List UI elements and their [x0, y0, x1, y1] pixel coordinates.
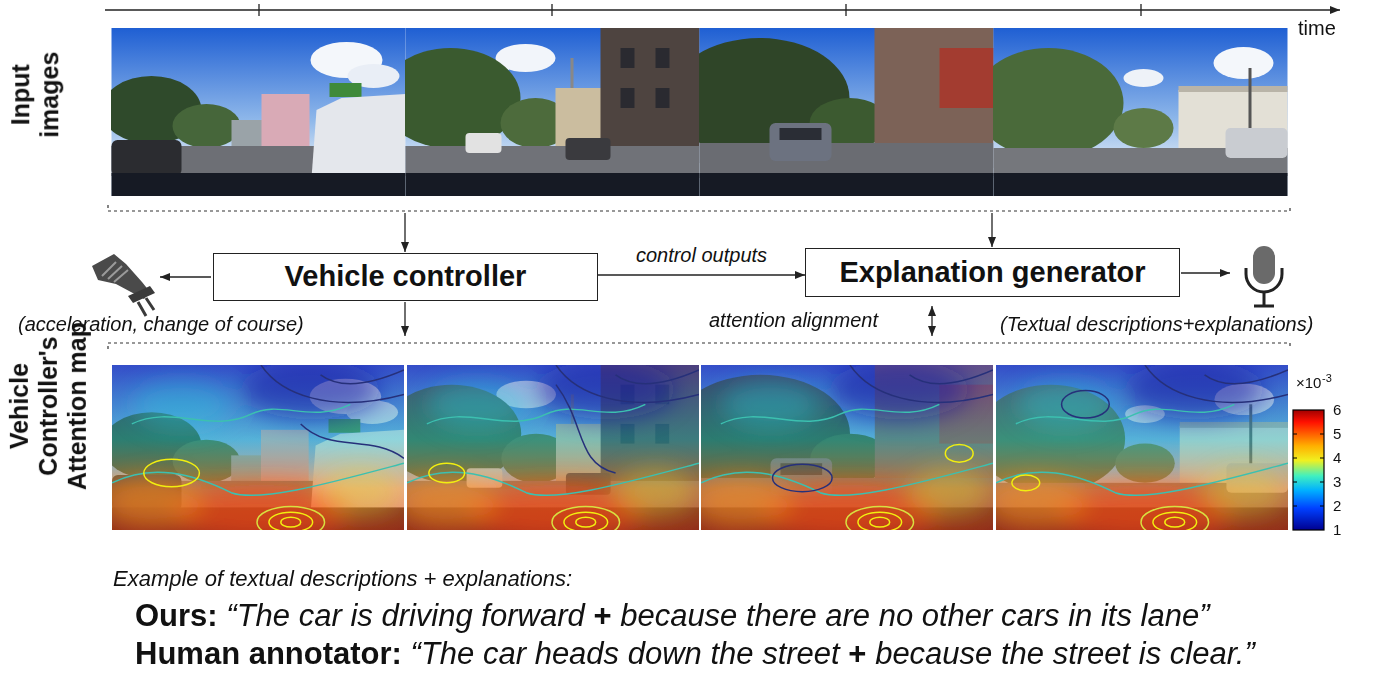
text-line: Ours:“The car is driving forward+because… — [135, 598, 1218, 634]
timeline — [105, 4, 1340, 16]
input-photo — [974, 28, 1288, 196]
plus-sign: + — [848, 636, 866, 672]
label-holder: control outputs — [633, 244, 770, 267]
axis-label: time — [1298, 17, 1336, 39]
label-holder: Input images — [6, 49, 64, 141]
explanation-text: because there are no other cars in its l… — [620, 598, 1209, 634]
attention-map — [671, 360, 993, 540]
scale-factor: ×10 — [1296, 374, 1321, 391]
speaker-label: Ours: — [135, 598, 218, 634]
row-label: Vehicle Controller's Attention map — [5, 317, 91, 495]
annotation: attention alignment — [709, 309, 878, 331]
time-axis — [105, 9, 1340, 10]
text-line: Human annotator:“The car heads down the … — [135, 636, 1263, 672]
contour — [556, 385, 616, 473]
tick-label: 1 — [1333, 521, 1341, 538]
mic-capsule — [1253, 246, 1275, 284]
map-overlay — [102, 360, 404, 540]
speaker-label: Human annotator: — [135, 636, 402, 672]
label-holder: Vehicle Controller's Attention map — [5, 317, 91, 495]
colorbar — [1293, 410, 1324, 530]
tick-label: 2 — [1333, 497, 1341, 514]
label-holder: (Textual descriptions+explanations) — [1000, 313, 1313, 336]
pedal-icon — [92, 254, 155, 316]
label-holder: 1 — [1333, 521, 1341, 539]
contour — [301, 424, 404, 458]
time-ticks — [259, 4, 1141, 16]
tick-label: 4 — [1333, 449, 1341, 466]
contour — [429, 463, 465, 483]
arrow — [160, 276, 211, 277]
arrow — [1181, 272, 1230, 273]
arrow — [404, 213, 405, 252]
box-label: Explanation generator — [839, 256, 1145, 289]
contour — [773, 464, 833, 492]
edge-label: control outputs — [633, 244, 770, 266]
contour — [144, 459, 200, 487]
label-holder: -3 — [1322, 368, 1332, 386]
pedal — [128, 286, 155, 303]
mic-stand — [1254, 292, 1274, 306]
plus-sign: + — [593, 598, 611, 634]
row-label: Input images — [6, 49, 64, 141]
annotation: (acceleration, change of course) — [18, 313, 304, 335]
contour — [945, 445, 973, 463]
description-text: “The car heads down the street — [411, 636, 840, 672]
label-holder: 2 — [1333, 497, 1341, 515]
scale-exponent: -3 — [1322, 372, 1332, 384]
dashed-bracket — [108, 205, 1290, 211]
process-box: Vehicle controller — [213, 253, 598, 301]
contour — [1062, 391, 1110, 419]
microphone-icon — [1246, 246, 1282, 306]
input-photo — [102, 28, 406, 196]
tick-label: 6 — [1333, 401, 1341, 418]
label-holder: attention alignment — [709, 309, 878, 332]
label-holder: (acceleration, change of course) — [18, 313, 304, 336]
attention-map — [976, 360, 1288, 540]
label-holder: 4 — [1333, 449, 1341, 467]
connector-arrow — [598, 274, 805, 275]
annotation: (Textual descriptions+explanations) — [1000, 313, 1313, 335]
box-label: Vehicle controller — [285, 260, 527, 293]
example-heading: Example of textual descriptions + explan… — [113, 566, 572, 591]
contour — [1012, 475, 1040, 491]
description-text: “The car is driving forward — [226, 598, 584, 634]
label-holder: 5 — [1333, 425, 1341, 443]
input-photo — [381, 28, 700, 196]
attention-map — [382, 360, 699, 540]
arrow — [404, 302, 405, 336]
process-box: Explanation generator — [805, 248, 1180, 297]
mic-holder — [1246, 268, 1282, 292]
shoe-stripes — [102, 262, 128, 282]
label-holder: ×10 — [1296, 374, 1321, 392]
label-holder: time — [1298, 17, 1336, 40]
explanation-text: because the street is clear.” — [875, 636, 1255, 672]
map-overlay — [691, 360, 993, 540]
arrow — [991, 213, 992, 247]
dashed-bracket — [108, 343, 1290, 349]
map-overlay — [986, 360, 1288, 540]
colorbar-ticks — [1293, 434, 1324, 506]
attention-map — [102, 360, 404, 540]
map-overlay — [397, 360, 699, 540]
label-holder: 6 — [1333, 401, 1341, 419]
tick-label: 3 — [1333, 473, 1341, 490]
label-holder: 3 — [1333, 473, 1341, 491]
label-holder: Example of textual descriptions + explan… — [113, 566, 572, 591]
tick-label: 5 — [1333, 425, 1341, 442]
double-arrow — [931, 306, 932, 336]
input-photo — [670, 28, 994, 196]
